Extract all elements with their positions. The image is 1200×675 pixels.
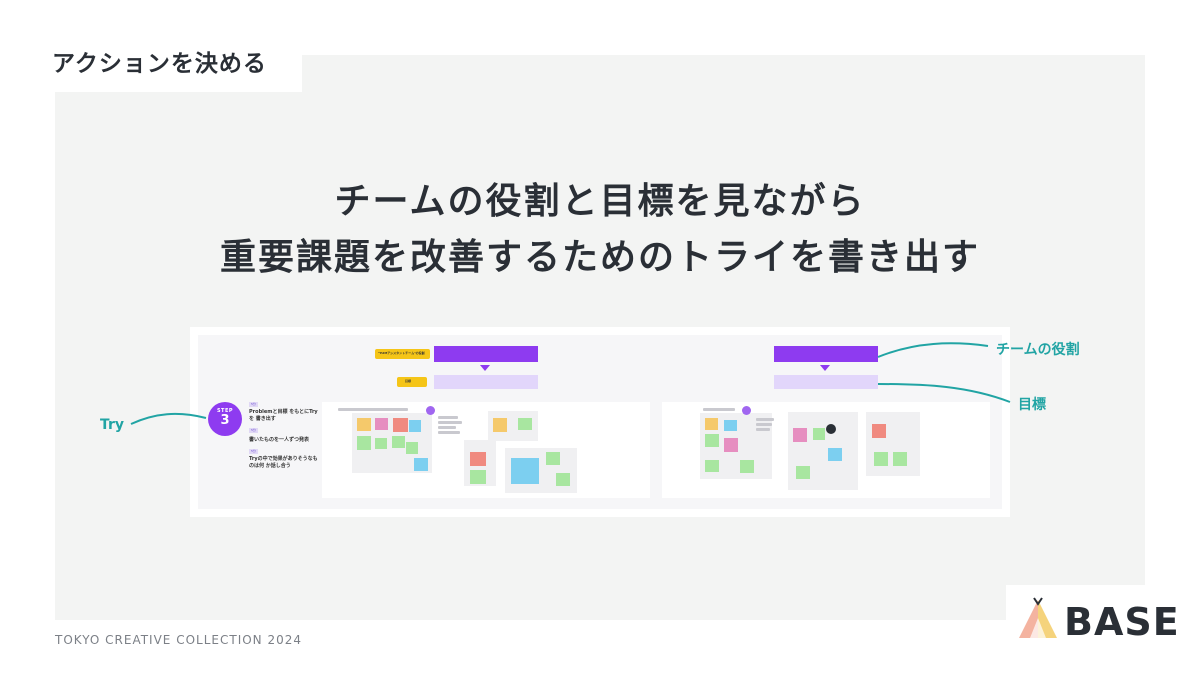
section-title: アクションを決める — [52, 51, 267, 77]
try-callout: Try — [100, 417, 125, 433]
brand-logo: BASE — [1064, 600, 1180, 644]
arrow-down-left-icon — [480, 365, 490, 371]
sticky-note — [828, 448, 842, 461]
role-tag-left-label: “PdMアシスタントチーム"の役割 — [378, 351, 425, 355]
sticky-note — [705, 434, 719, 447]
role-box-right — [774, 346, 878, 362]
sticky-note — [357, 436, 371, 450]
step-badge: STEP 3 — [208, 402, 242, 436]
blurred-text — [756, 428, 770, 431]
blurred-text — [438, 421, 462, 424]
sticky-note — [493, 418, 507, 432]
sticky-note — [724, 438, 738, 452]
blurred-text — [438, 431, 460, 434]
blurred-text — [438, 426, 456, 429]
instruction-tag: 5分 — [249, 402, 258, 407]
blurred-text — [703, 408, 735, 411]
sticky-note — [357, 418, 371, 431]
sticky-note — [705, 460, 719, 472]
sticky-note — [375, 438, 387, 449]
sticky-note — [793, 428, 807, 442]
goal-tag-left — [397, 377, 427, 387]
sticky-note — [518, 418, 532, 430]
avatar — [426, 406, 435, 415]
sticky-note — [872, 424, 886, 438]
tent-logo-icon — [1019, 597, 1057, 638]
sticky-note — [893, 452, 907, 466]
sticky-note — [392, 436, 405, 448]
team-role-callout: チームの役割 — [996, 342, 1080, 358]
role-box-left — [434, 346, 538, 362]
sticky-note — [409, 420, 421, 432]
cluster-right-3 — [866, 412, 920, 476]
headline-line-2: 重要課題を改善するためのトライを書き出す — [219, 237, 980, 278]
avatar — [826, 424, 836, 434]
goal-callout: 目標 — [1018, 397, 1046, 413]
sticky-note — [813, 428, 825, 440]
sticky-note — [393, 418, 408, 432]
instruction-tag: 5分 — [249, 428, 258, 433]
instruction-tag: 5分 — [249, 449, 258, 454]
headline-line-1: チームの役割と目標を見ながら — [334, 181, 866, 222]
sticky-note — [796, 466, 810, 479]
sticky-note — [511, 458, 539, 484]
sticky-note — [470, 470, 486, 484]
goal-box-left — [434, 375, 538, 389]
blurred-text — [338, 408, 408, 411]
sticky-note — [556, 473, 570, 486]
arrow-down-right-icon — [820, 365, 830, 371]
blurred-text — [756, 423, 772, 426]
instruction-2: 書いたものを一人ずつ発表 — [249, 437, 310, 443]
sticky-note — [406, 442, 418, 454]
goal-box-right — [774, 375, 878, 389]
avatar — [742, 406, 751, 415]
instruction-3: Tryの中で効果がありそうなものは何 か話し合う — [249, 456, 318, 469]
step-label: STEP — [216, 408, 234, 414]
sticky-note — [546, 452, 560, 465]
sticky-note — [705, 418, 718, 430]
role-tag-left — [375, 349, 430, 359]
sticky-note — [470, 452, 486, 466]
step-number: 3 — [220, 413, 230, 428]
sticky-note — [724, 420, 737, 431]
goal-tag-left-label: 目標 — [405, 379, 412, 383]
sticky-note — [375, 418, 388, 430]
blurred-text — [438, 416, 458, 419]
event-footer: TOKYO CREATIVE COLLECTION 2024 — [55, 633, 303, 647]
instruction-1: Problemと目標 をもとにTryを 書き出す — [249, 409, 318, 422]
sticky-note — [414, 458, 428, 471]
title-tab — [38, 38, 302, 92]
sticky-note — [874, 452, 888, 466]
sticky-note — [740, 460, 754, 473]
blurred-text — [756, 418, 774, 421]
